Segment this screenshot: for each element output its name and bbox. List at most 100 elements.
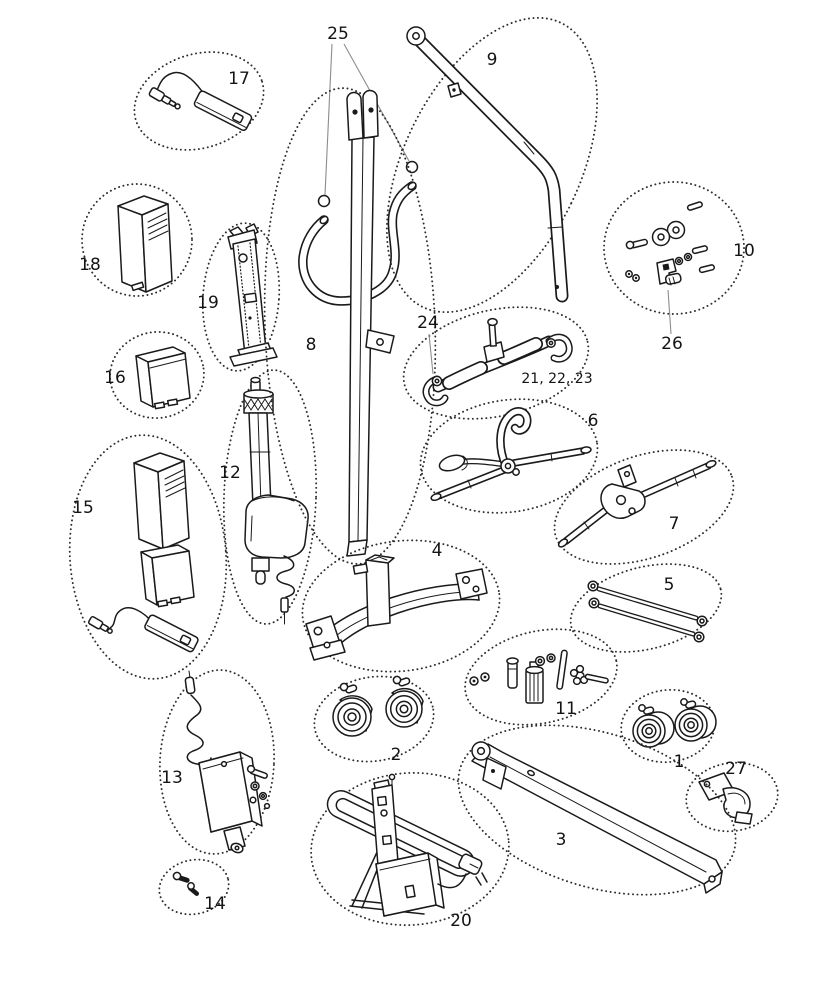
caster-2a [332,682,373,737]
power-cord [437,873,467,889]
actuator-cable [276,555,295,598]
end-cap-hole [708,875,716,883]
collar-lattice [243,398,273,411]
part-12-actuator: 12 [219,369,318,625]
part-4-boundary [301,539,501,673]
pin-4 [698,264,715,274]
latch-foot [734,811,753,825]
center-post [352,554,395,627]
center-bracket [600,464,646,519]
charger-vents [164,469,186,498]
part-8-boundary [263,87,437,565]
part-6-label: 6 [588,411,599,431]
handset2-body [144,614,199,653]
part-10-hardware-kit: 10 26 [603,181,755,354]
part-10-label: 10 [733,241,755,261]
part-8-label: 8 [306,335,317,355]
part-11-boundary [464,628,618,726]
latch-part-26 [656,258,682,286]
bottom-notch [130,281,145,292]
rod-1 [587,580,708,627]
terminal-1 [153,401,166,410]
pivot [500,458,520,476]
cord-plug [184,676,196,695]
rod-2 [588,597,705,643]
part-5-tie-rods: 5 [569,563,723,653]
arm-left [557,505,611,548]
rail-dot [248,316,252,320]
hook-left-24 [422,375,449,407]
part-3-label: 3 [556,830,567,850]
part-24-label: 24 [417,313,439,333]
large-hook [496,407,532,471]
center-bolt-head [487,317,498,327]
part-18-label: 18 [79,255,101,275]
power-plug [458,853,488,886]
arm-lower-left [430,466,508,502]
part-21-22-23-spreader-bar: 24 21, 22, 23 [402,306,593,420]
part-26-label: 26 [661,334,683,354]
part-11-label: 11 [555,699,577,719]
clevis-tab-right [362,89,379,139]
part-4-label: 4 [432,541,443,561]
part-20-boundary [310,771,510,927]
part-13-label: 13 [161,768,183,788]
boom-end-hole [555,285,559,289]
clevis-hole-left [352,109,358,115]
arm-right [636,459,717,500]
beam-end-plate [482,757,507,790]
boom-tab-hole [452,88,456,92]
part-3-base-leg: 3 [457,724,737,896]
tiny-screws [469,672,490,686]
part-17-boundary [133,51,265,151]
part-25-label: 25 [327,24,349,44]
pin-2 [625,238,649,250]
caster-1b [674,698,717,742]
part-16-boundary [109,330,205,420]
part-15-label: 15 [72,498,94,518]
handset-body [193,90,253,132]
part-6-swivel-hook: 6 [419,398,599,514]
part-3-boundary [457,724,737,896]
wall-rail [371,773,399,867]
clevis-tab-left [346,91,364,141]
mast-bracket-hole [376,338,384,346]
part-9-boom: 9 [385,16,599,314]
screw-1 [317,194,331,208]
hook-right [545,333,573,363]
part-27-label: 27 [725,759,747,779]
part-20-label: 20 [450,911,472,931]
star-knob [569,664,609,686]
clevis-hole-right [368,107,374,113]
connector-plug [148,87,181,110]
arm-upper-right [510,446,592,467]
boom-eye-hole [412,32,420,40]
pad-arm [438,454,505,472]
clevis-rod [556,649,568,690]
part-21-23-label: 21, 22, 23 [521,371,592,387]
hole-strip-right [249,242,262,349]
part-7-boundary [553,449,735,565]
grip-left [443,362,487,389]
part-20-charger-stand: 20 [310,771,510,931]
screw-14b [187,882,200,896]
part-18-boundary [81,183,193,297]
part-8-mast: 8 [263,87,437,565]
part-2-boundary [313,675,435,763]
part-25-leader-1 [324,43,333,196]
shoulder-bolt [506,657,519,689]
part-18-charger-box: 18 [79,183,193,297]
motor-boss [251,557,270,572]
terminal-2 [166,398,179,407]
part-14-boundary [158,858,230,916]
caster-1a [632,704,675,748]
caster-2b [385,675,424,728]
part-16-battery: 16 [104,330,205,420]
grip-right [498,338,542,364]
unit-box-front [198,751,253,833]
part-5-boundary [569,563,723,653]
rail-tab [243,292,258,304]
top-pin-cap [250,376,261,384]
